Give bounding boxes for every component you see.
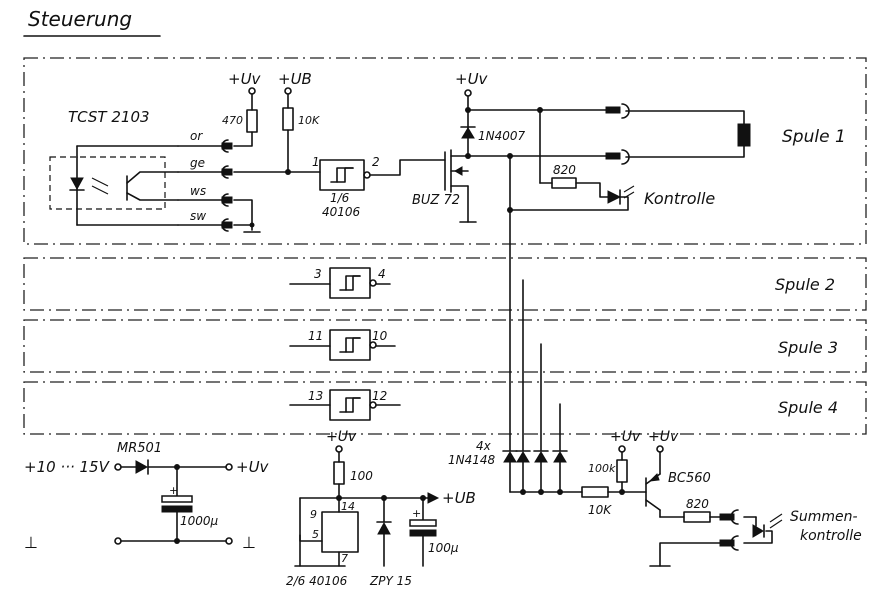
pin-label-or: or xyxy=(190,129,203,143)
opto-phototransistor-icon xyxy=(126,171,179,201)
section-box-spule1 xyxy=(23,57,867,245)
svg-text:+: + xyxy=(169,484,178,497)
gate-ic: 40106 xyxy=(322,205,361,219)
control-led-icon xyxy=(607,185,635,205)
supply-uv-label-1: +Uv xyxy=(228,70,262,88)
sum-diodes xyxy=(502,450,568,463)
svg-text:+: + xyxy=(412,507,421,520)
spule2-pin-out: 4 xyxy=(378,267,386,281)
regulator-label: 2/6 40106 xyxy=(286,574,348,588)
resistor-100k xyxy=(616,459,628,483)
coil-label: Spule 1 xyxy=(782,127,846,147)
pin-label-ws: ws xyxy=(190,184,206,198)
section-box-spule4 xyxy=(23,381,867,435)
regulator-out-label: +UB xyxy=(442,489,476,507)
capacitor-100u-plate2 xyxy=(409,529,437,537)
resistor-820-sum xyxy=(683,511,711,523)
zener-zpy15 xyxy=(376,521,392,535)
regulator-ic xyxy=(321,511,359,553)
supply-uv-label-3: +Uv xyxy=(610,429,641,445)
capacitor-1000u-plate1 xyxy=(161,495,193,503)
sum-led-icon xyxy=(743,513,783,544)
resistor-10k-top-label: 10K xyxy=(298,114,320,127)
supply-input-label: +10 ··· 15V xyxy=(24,458,111,476)
pin-label-sw: sw xyxy=(190,209,206,223)
regulator-pin7: 7 xyxy=(341,552,348,565)
resistor-100 xyxy=(333,461,345,485)
spule2-label: Spule 2 xyxy=(775,275,835,294)
supply-uv-label-5: +Uv xyxy=(326,429,357,445)
sum-diodes-type: 1N4148 xyxy=(448,453,496,467)
sum-label-1: Summen- xyxy=(790,509,858,525)
diode-main-label: 1N4007 xyxy=(478,129,526,143)
transistor-bc560 xyxy=(645,451,661,511)
gnd-symbol-left: ⊥ xyxy=(24,533,38,552)
diode-1n4007 xyxy=(460,126,476,139)
spule4-pin-out: 12 xyxy=(372,389,387,403)
resistor-470-label: 470 xyxy=(222,114,243,127)
spule4-label: Spule 4 xyxy=(778,398,838,417)
resistor-470 xyxy=(246,109,258,133)
diode-mr501-label: MR501 xyxy=(117,441,162,456)
section-spule2 xyxy=(289,267,391,299)
zener-label: ZPY 15 xyxy=(369,574,412,588)
gate-pin-in: 1 xyxy=(312,155,320,169)
regulator-pin14: 14 xyxy=(341,500,355,513)
section-box-spule2 xyxy=(23,257,867,311)
spule3-pin-in: 11 xyxy=(308,329,323,343)
sum-diodes-count: 4x xyxy=(476,439,492,453)
pin-label-ge: ge xyxy=(190,156,205,170)
gnd-symbol-right: ⊥ xyxy=(242,533,256,552)
resistor-820-ctrl xyxy=(551,177,577,189)
resistor-10k-top xyxy=(282,107,294,131)
resistor-100k-label: 100k xyxy=(588,462,616,475)
sensor-connector xyxy=(177,139,233,232)
sensor-label: TCST 2103 xyxy=(68,108,150,126)
capacitor-1000u-plate2 xyxy=(161,505,193,513)
transistor-label: BC560 xyxy=(668,471,711,486)
regulator-pin5: 5 xyxy=(312,528,319,541)
supply-out-label: +Uv xyxy=(236,458,270,476)
spule4-pin-in: 13 xyxy=(308,389,323,403)
regulator-pin9: 9 xyxy=(310,508,317,521)
spule3-pin-out: 10 xyxy=(372,329,388,343)
supply-ub-label-1: +UB xyxy=(278,70,312,88)
page-title: Steuerung xyxy=(28,7,132,31)
gate-fraction: 1/6 xyxy=(330,191,350,205)
section-box-spule3 xyxy=(23,319,867,373)
resistor-100-label: 100 xyxy=(350,469,373,483)
sum-label-2: kontrolle xyxy=(800,528,862,544)
coil-symbol xyxy=(737,123,751,147)
capacitor-100u-plate1 xyxy=(409,519,437,527)
led-label: Kontrolle xyxy=(644,189,715,208)
gate-pin-out: 2 xyxy=(372,155,380,169)
spule2-pin-in: 3 xyxy=(314,267,322,281)
capacitor-1000u-label: 1000µ xyxy=(180,514,219,528)
supply-uv-label-4: +Uv xyxy=(648,429,679,445)
capacitor-100u-label: 100µ xyxy=(428,541,459,555)
resistor-820-ctrl-label: 820 xyxy=(553,163,576,177)
schmitt-inverter-1 xyxy=(319,159,371,191)
opto-led-icon xyxy=(69,156,109,226)
resistor-10k-base-label: 10K xyxy=(588,503,612,517)
ub-arrow-icon xyxy=(427,492,440,504)
diode-mr501 xyxy=(135,459,149,475)
spule3-label: Spule 3 xyxy=(778,338,838,357)
optocoupler-outline xyxy=(49,156,166,210)
mosfet-label: BUZ 72 xyxy=(412,193,460,208)
section-spule3 xyxy=(289,329,396,361)
resistor-10k-base xyxy=(581,486,609,498)
resistor-820-sum-label: 820 xyxy=(686,497,709,511)
supply-uv-label-2: +Uv xyxy=(455,70,489,88)
section-spule4 xyxy=(289,389,401,421)
